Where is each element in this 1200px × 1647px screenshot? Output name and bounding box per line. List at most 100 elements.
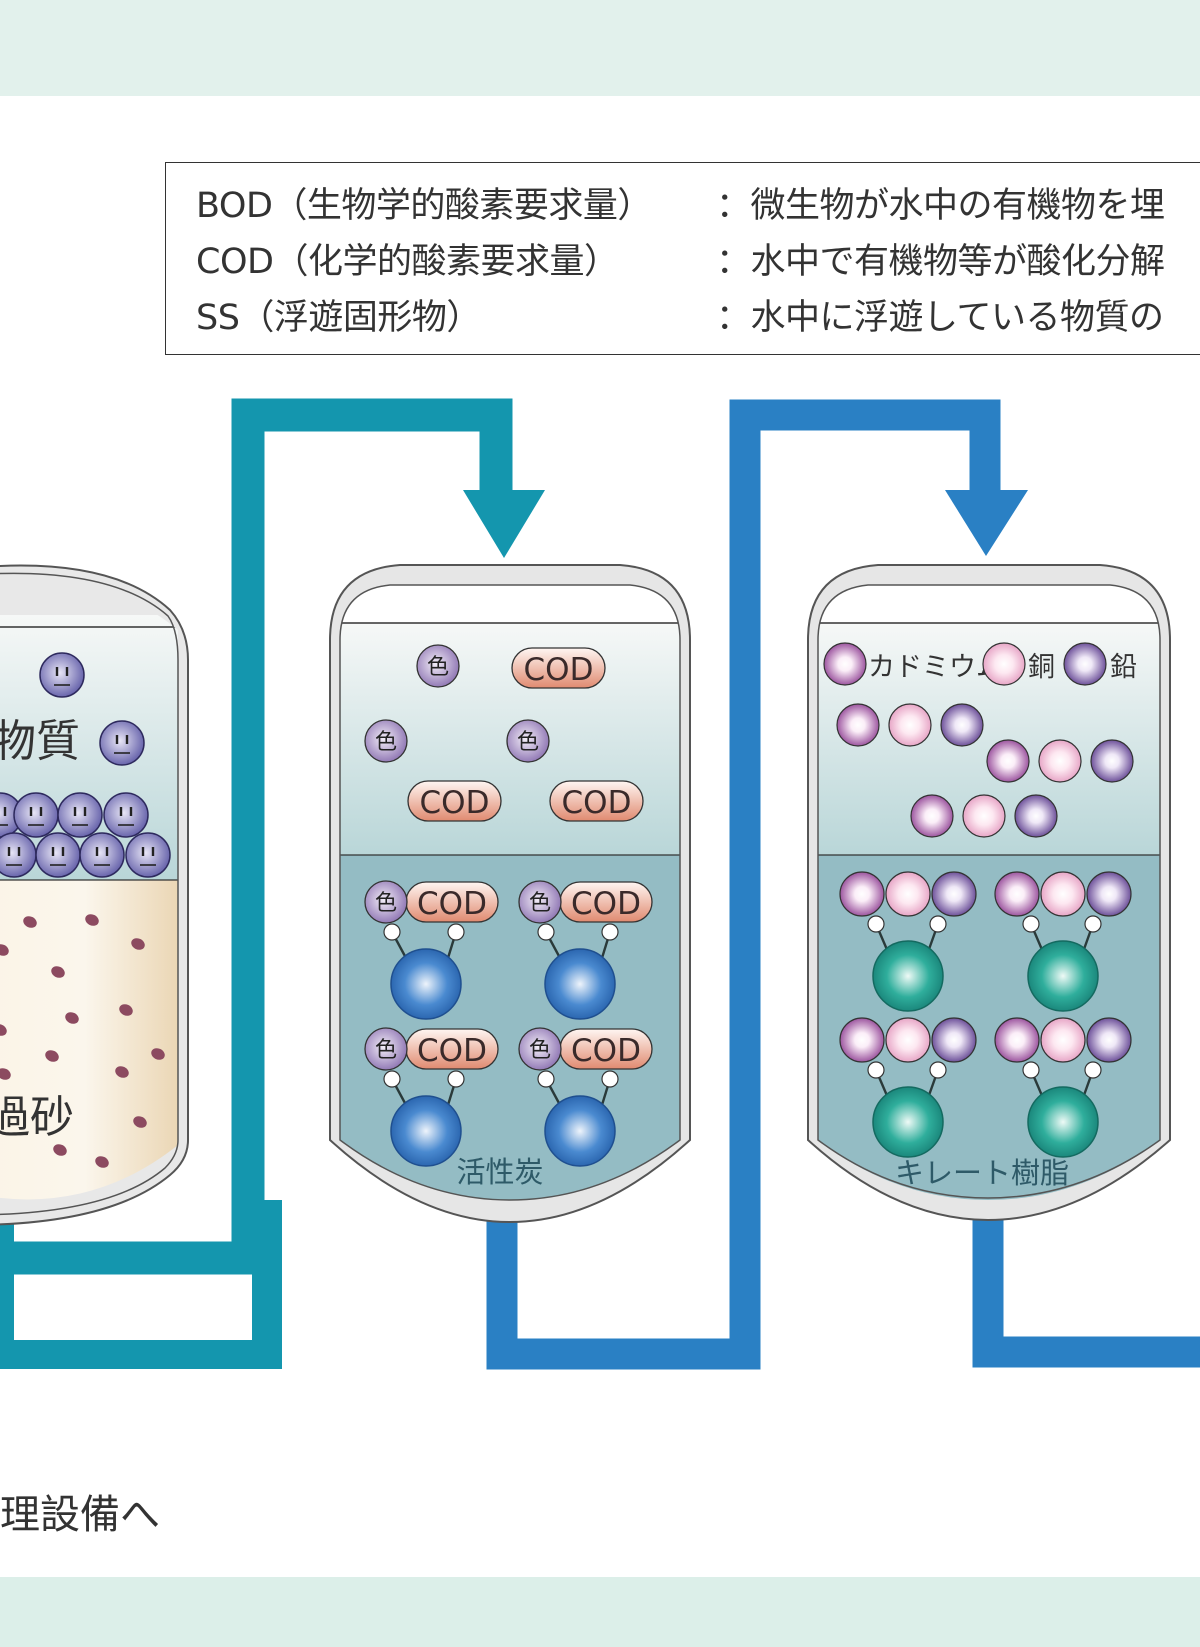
ss-particle-icon	[57, 792, 103, 838]
cadmium-ball	[994, 1017, 1040, 1063]
pipe-segment	[972, 1195, 1200, 1368]
carbon-ball-icon	[390, 1095, 462, 1167]
binding-site	[1084, 1061, 1102, 1079]
sand-grain	[51, 966, 65, 978]
legend-desc: ：水中に浮遊している物質の	[716, 298, 1164, 338]
cod-token: COD	[571, 1033, 641, 1069]
sand-grain	[0, 944, 9, 956]
cadmium-ball	[823, 642, 867, 686]
ss-particle-icon	[125, 832, 171, 878]
binding-site	[601, 1070, 619, 1088]
sand-grain	[131, 938, 145, 950]
carbon-ball-icon	[544, 1095, 616, 1167]
copper-ball	[1040, 871, 1086, 917]
sand-grains	[0, 914, 165, 1168]
resin-ball-icon	[872, 1086, 944, 1158]
lead-ball	[940, 703, 984, 747]
color-particle: 色	[506, 719, 550, 763]
pipe-segment	[252, 1200, 282, 1369]
metal-label-lead: 鉛	[1110, 652, 1137, 683]
chelated-unit	[994, 1017, 1132, 1158]
cod-token: COD	[417, 886, 487, 922]
chelated-unit	[839, 871, 977, 1012]
ss-particles	[0, 652, 171, 878]
tank-label-chelate-resin: キレート樹脂	[895, 1156, 1069, 1190]
binding-site	[929, 1061, 947, 1079]
metal-legend: カドミウム 銅 鉛	[823, 642, 1137, 686]
carbon-ball-icon	[390, 948, 462, 1020]
pipe-segment	[0, 1200, 14, 1360]
ss-particle-icon	[13, 792, 59, 838]
sand-grain	[115, 1066, 129, 1078]
flow-arrow-icon	[463, 490, 545, 558]
binding-site	[1022, 915, 1040, 933]
copper-ball	[885, 871, 931, 917]
adsorbed-unit: COD 色	[364, 880, 499, 1020]
pipe-segment	[0, 398, 513, 1275]
tank-label-activated-carbon: 活性炭	[456, 1155, 543, 1189]
ss-particle-icon	[35, 832, 81, 878]
resin-ball-icon	[872, 940, 944, 1012]
color-token: 色	[529, 891, 551, 916]
ss-particle-icon	[0, 832, 37, 878]
chelated-unit	[994, 871, 1132, 1012]
color-particle: 色	[416, 644, 460, 688]
sand-grain	[85, 914, 99, 926]
color-particle: 色	[364, 880, 408, 924]
cadmium-ball	[839, 1017, 885, 1063]
cadmium-ball	[836, 703, 880, 747]
cadmium-ball	[910, 794, 954, 838]
legend-row-bod: BOD（生物学的酸素要求量） ：微生物が水中の有機物を埋	[196, 177, 1165, 228]
binding-site	[1084, 915, 1102, 933]
binding-site	[867, 915, 885, 933]
binding-site	[383, 1070, 401, 1088]
color-token: 色	[375, 891, 397, 916]
ss-particle-icon	[99, 720, 145, 766]
cadmium-ball	[839, 871, 885, 917]
copper-ball	[1040, 1017, 1086, 1063]
cod-particle: COD	[405, 881, 499, 923]
color-token: 色	[517, 730, 539, 755]
media-label: 過砂	[0, 1092, 74, 1143]
cadmium-ball	[994, 871, 1040, 917]
binding-site	[601, 923, 619, 941]
ss-particle-icon	[103, 792, 149, 838]
pipe-blue	[486, 399, 1200, 1370]
footer-destination: 処理設備へ	[0, 1492, 160, 1538]
binding-site	[867, 1061, 885, 1079]
sand-grain	[0, 1068, 11, 1080]
particle-label: 物質	[0, 716, 80, 767]
lead-ball	[1063, 642, 1107, 686]
color-token: 色	[375, 1038, 397, 1063]
bottom-band	[0, 1577, 1200, 1647]
chelated-metal-ions	[839, 871, 1132, 1158]
resin-ball-icon	[1027, 1086, 1099, 1158]
cod-particle: COD	[559, 881, 653, 923]
color-particle: 色	[364, 1027, 408, 1071]
lead-ball	[1014, 794, 1058, 838]
cod-particle: COD	[549, 780, 644, 822]
color-token: 色	[375, 730, 397, 755]
legend-box: BOD（生物学的酸素要求量）：微生物が水中の有機物を埋 COD（化学的酸素要求量…	[165, 162, 1200, 355]
ss-particle-icon	[79, 832, 125, 878]
free-metal-ions	[836, 703, 1134, 838]
top-band	[0, 0, 1200, 96]
cod-token: COD	[420, 785, 490, 821]
metal-label-cadmium: カドミウム	[868, 652, 1003, 683]
binding-site	[537, 923, 555, 941]
legend-term: BOD（生物学的酸素要求量）	[196, 186, 652, 226]
cod-token: COD	[524, 652, 594, 688]
lead-ball	[1086, 1017, 1132, 1063]
sand-grain	[65, 1012, 79, 1024]
binding-site	[537, 1070, 555, 1088]
tank-chelate-resin: カドミウム 銅 鉛 キレート樹脂	[807, 564, 1171, 1222]
legend-desc: ：微生物が水中の有機物を埋	[716, 186, 1165, 226]
ss-particle-icon	[39, 652, 85, 698]
cod-particle: COD	[407, 780, 502, 822]
lead-ball	[1090, 739, 1134, 783]
binding-site	[447, 1070, 465, 1088]
